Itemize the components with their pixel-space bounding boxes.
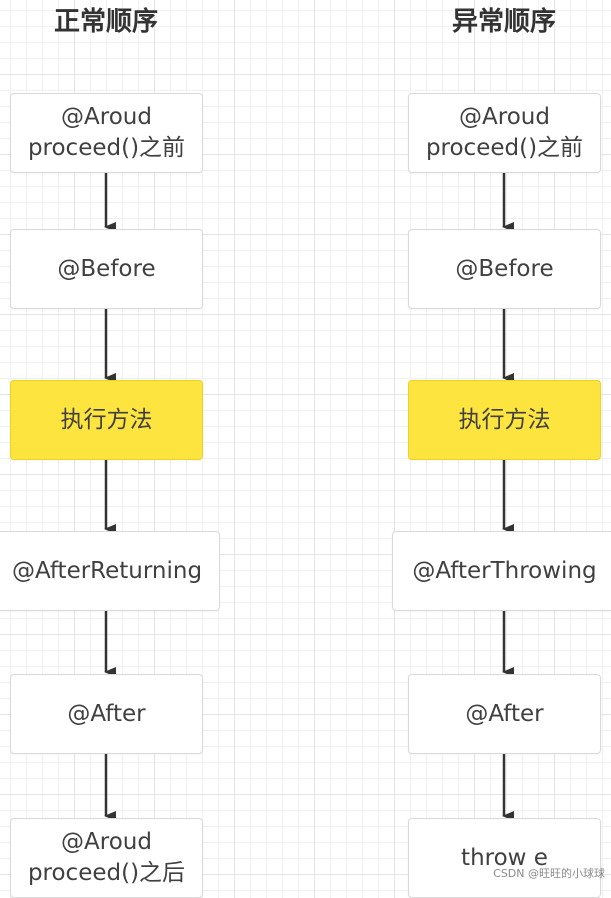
node-line1: 执行方法: [60, 406, 153, 433]
normal-node-around-after[interactable]: @Aroud proceed()之后: [10, 818, 203, 898]
node-line2: proceed()之后: [27, 860, 186, 886]
exception-node-around-before[interactable]: @Aroud proceed()之前: [408, 93, 601, 173]
node-line1: @After: [465, 700, 544, 727]
node-line1: @Aroud: [61, 829, 152, 855]
watermark: CSDN @旺旺的小球球: [493, 867, 605, 880]
normal-node-after[interactable]: @After: [10, 674, 203, 754]
exception-node-execute-method[interactable]: 执行方法: [408, 380, 601, 460]
normal-order-title: 正常顺序: [53, 7, 158, 37]
exception-node-before[interactable]: @Before: [408, 229, 601, 309]
node-line1: @Aroud: [61, 104, 152, 130]
node-line1: @AfterReturning: [11, 557, 203, 584]
normal-node-after-returning[interactable]: @AfterReturning: [0, 531, 220, 611]
exception-order-title: 异常顺序: [451, 7, 556, 37]
normal-node-around-before[interactable]: @Aroud proceed()之前: [10, 93, 203, 173]
normal-node-before[interactable]: @Before: [10, 229, 203, 309]
node-line2: proceed()之前: [27, 135, 186, 161]
node-line1: @After: [67, 700, 146, 727]
node-line1: 执行方法: [458, 406, 551, 433]
node-line1: @Before: [57, 255, 156, 282]
node-line1: @Aroud: [459, 104, 550, 130]
node-line1: @Before: [455, 255, 554, 282]
node-line1: @AfterThrowing: [412, 557, 597, 584]
node-line1: throw e: [461, 844, 548, 871]
node-line2: proceed()之前: [425, 135, 584, 161]
normal-node-execute-method[interactable]: 执行方法: [10, 380, 203, 460]
exception-node-throw[interactable]: throw e: [408, 818, 601, 898]
exception-node-after-throwing[interactable]: @AfterThrowing: [392, 531, 611, 611]
exception-node-after[interactable]: @After: [408, 674, 601, 754]
